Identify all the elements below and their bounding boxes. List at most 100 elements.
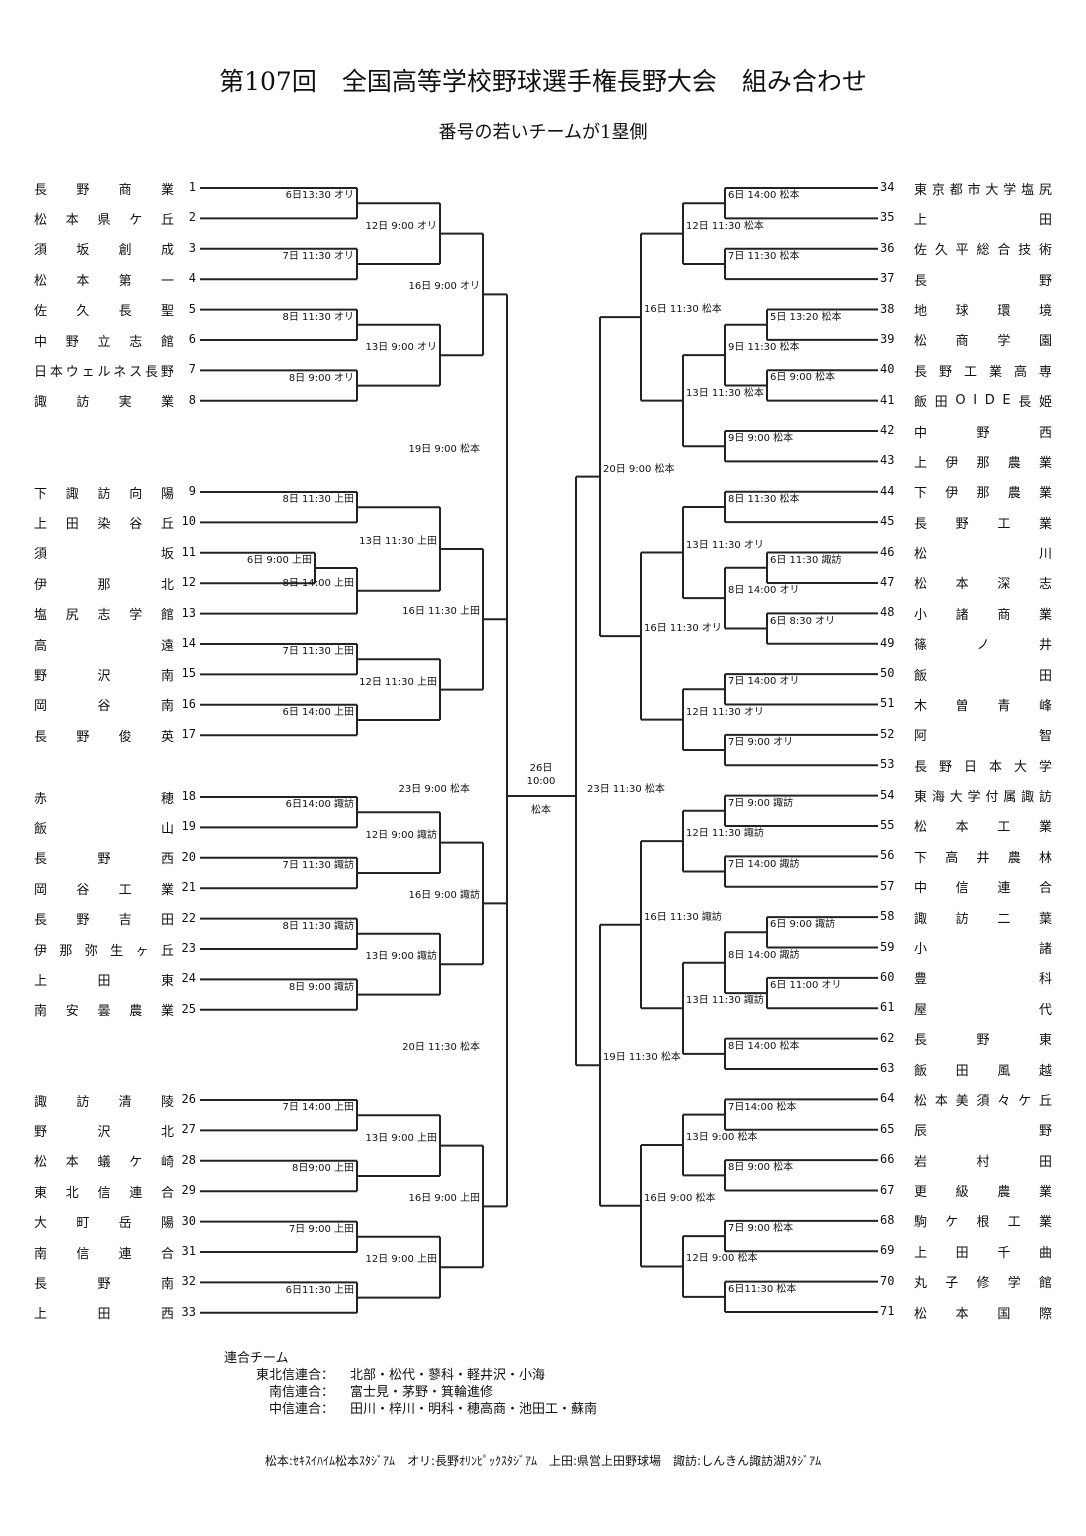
- match-label: 16日 9:00 上田: [408, 1193, 480, 1205]
- team-name: 飯山: [34, 821, 174, 837]
- team-name: 岡谷工業: [34, 882, 174, 898]
- team-number: 52: [880, 726, 895, 741]
- match-label: 8日 11:30 上田: [282, 494, 354, 506]
- match-label: 6日 9:00 上田: [246, 555, 312, 566]
- team-number: 59: [880, 939, 895, 954]
- match-label: 20日 9:00 松本: [603, 463, 675, 475]
- team-name: 中信連合: [914, 881, 1052, 897]
- team-name: 上田: [914, 212, 1052, 228]
- team-name: 上田東: [34, 973, 174, 989]
- team-number: 58: [880, 909, 895, 924]
- team-number: 47: [880, 574, 895, 589]
- team-name: 長野: [914, 273, 1052, 289]
- match-label: 20日 11:30 松本: [402, 1041, 480, 1053]
- team-number: 25: [181, 1001, 196, 1016]
- match-label: 12日 9:00 オリ: [365, 220, 437, 232]
- team-number: 26: [181, 1092, 196, 1106]
- match-label: 7日 11:30 松本: [728, 250, 800, 262]
- team-number: 55: [880, 817, 895, 832]
- team-number: 6: [188, 332, 196, 346]
- team-number: 63: [880, 1061, 895, 1076]
- team-number: 42: [880, 423, 895, 438]
- team-name: 佐久長聖: [34, 304, 174, 320]
- team-number: 50: [880, 666, 895, 681]
- match-label: 13日 9:00 松本: [686, 1131, 758, 1143]
- joint-team-row: 中信連合： 田川・梓川・明科・穂高商・池田工・蘇南: [224, 1401, 597, 1418]
- team-number: 34: [880, 180, 895, 194]
- team-name: 高遠: [34, 638, 174, 654]
- match-label: 7日 11:30 上田: [282, 646, 354, 658]
- page-title: 第107回 全国高等学校野球選手権長野大会 組み合わせ: [219, 67, 867, 96]
- team-name: 屋代: [914, 1002, 1052, 1018]
- team-number: 37: [880, 271, 895, 286]
- match-label: 6日 9:00 松本: [770, 372, 836, 384]
- team-name: 長野東: [914, 1033, 1052, 1049]
- match-label: 16日 11:30 松本: [644, 304, 722, 316]
- match-label: 16日 9:00 松本: [644, 1192, 716, 1204]
- team-name: 中野西: [914, 425, 1052, 441]
- team-number: 18: [181, 789, 196, 803]
- team-number: 57: [880, 878, 895, 893]
- team-name: 長野工業: [914, 516, 1052, 532]
- match-label: 7日 11:30 諏訪: [282, 860, 354, 871]
- match-label: 12日 9:00 上田: [365, 1254, 437, 1266]
- match-label: 8日 11:30 諏訪: [282, 920, 354, 932]
- match-label: 9日 9:00 松本: [728, 433, 794, 445]
- team-number: 33: [181, 1304, 196, 1319]
- team-name: 辰野: [914, 1124, 1052, 1140]
- team-name: 上田西: [34, 1307, 174, 1323]
- team-number: 22: [181, 910, 196, 925]
- team-name: 東京都市大学塩尻: [914, 182, 1052, 198]
- team-number: 51: [880, 696, 895, 711]
- team-name: 松商学園: [914, 334, 1052, 350]
- match-label: 9日 11:30 松本: [728, 342, 800, 354]
- match-label: 16日 11:30 諏訪: [644, 911, 722, 923]
- joint-team-name: 南信連合：: [268, 1385, 334, 1400]
- match-label: 12日 9:00 諏訪: [365, 829, 437, 841]
- match-label: 23日 11:30 松本: [587, 784, 665, 795]
- team-name: 長野商業: [34, 182, 174, 198]
- joint-team-name: 東北信連合：: [255, 1368, 334, 1383]
- page-subtitle: 番号の若いチームが1塁側: [438, 122, 648, 143]
- match-label: 7日 9:00 オリ: [728, 737, 794, 749]
- team-name: 須坂創成: [34, 243, 174, 259]
- match-label: 6日11:30 松本: [728, 1283, 797, 1295]
- match-label: 16日 11:30 上田: [402, 606, 480, 618]
- team-name: 佐久平総合技術: [914, 243, 1052, 259]
- joint-team-row: 南信連合： 富士見・茅野・箕輪進修: [224, 1384, 597, 1401]
- match-label: 7日 9:00 諏訪: [728, 797, 794, 809]
- team-number: 2: [188, 210, 196, 225]
- team-number: 21: [181, 880, 196, 895]
- match-label: 16日 11:30 オリ: [644, 623, 722, 635]
- team-name: 松本第一: [34, 273, 174, 289]
- match-label: 19日 9:00 松本: [408, 443, 480, 455]
- team-number: 24: [181, 971, 196, 986]
- match-label: 16日 9:00 諏訪: [408, 890, 480, 902]
- team-number: 41: [880, 392, 895, 407]
- match-label: 7日 9:00 松本: [728, 1223, 794, 1235]
- match-label: 7日 9:00 上田: [288, 1223, 354, 1235]
- team-name: 木曽青峰: [914, 698, 1052, 714]
- team-name: 丸子修学館: [914, 1276, 1052, 1292]
- team-name: 東海大学付属諏訪: [914, 790, 1052, 806]
- team-number: 32: [181, 1274, 196, 1289]
- team-name: 長野吉田: [34, 913, 174, 929]
- team-name: 松本蟻ケ崎: [34, 1155, 174, 1171]
- team-number: 13: [181, 605, 196, 620]
- team-name: 松本美須々ケ丘: [914, 1093, 1052, 1109]
- match-label: 7日 11:30 オリ: [282, 251, 354, 262]
- team-number: 16: [181, 696, 196, 711]
- team-name: 南安曇農業: [34, 1004, 174, 1020]
- team-name: 飯田風越: [914, 1063, 1052, 1079]
- match-label: 6日 9:00 諏訪: [770, 919, 836, 931]
- match-label: 8日 11:30 オリ: [282, 311, 354, 323]
- match-label: 13日 9:00 オリ: [365, 342, 437, 354]
- team-name: 諏訪二葉: [914, 911, 1052, 927]
- match-label: 19日 11:30 松本: [603, 1052, 681, 1064]
- match-label: 6日 14:00 上田: [282, 707, 354, 718]
- team-number: 43: [880, 453, 895, 468]
- joint-team-members: 北部・松代・蓼科・軽井沢・小海: [350, 1368, 546, 1383]
- team-name: 駒ケ根工業: [914, 1215, 1052, 1231]
- team-name: 長野日本大学: [914, 759, 1052, 775]
